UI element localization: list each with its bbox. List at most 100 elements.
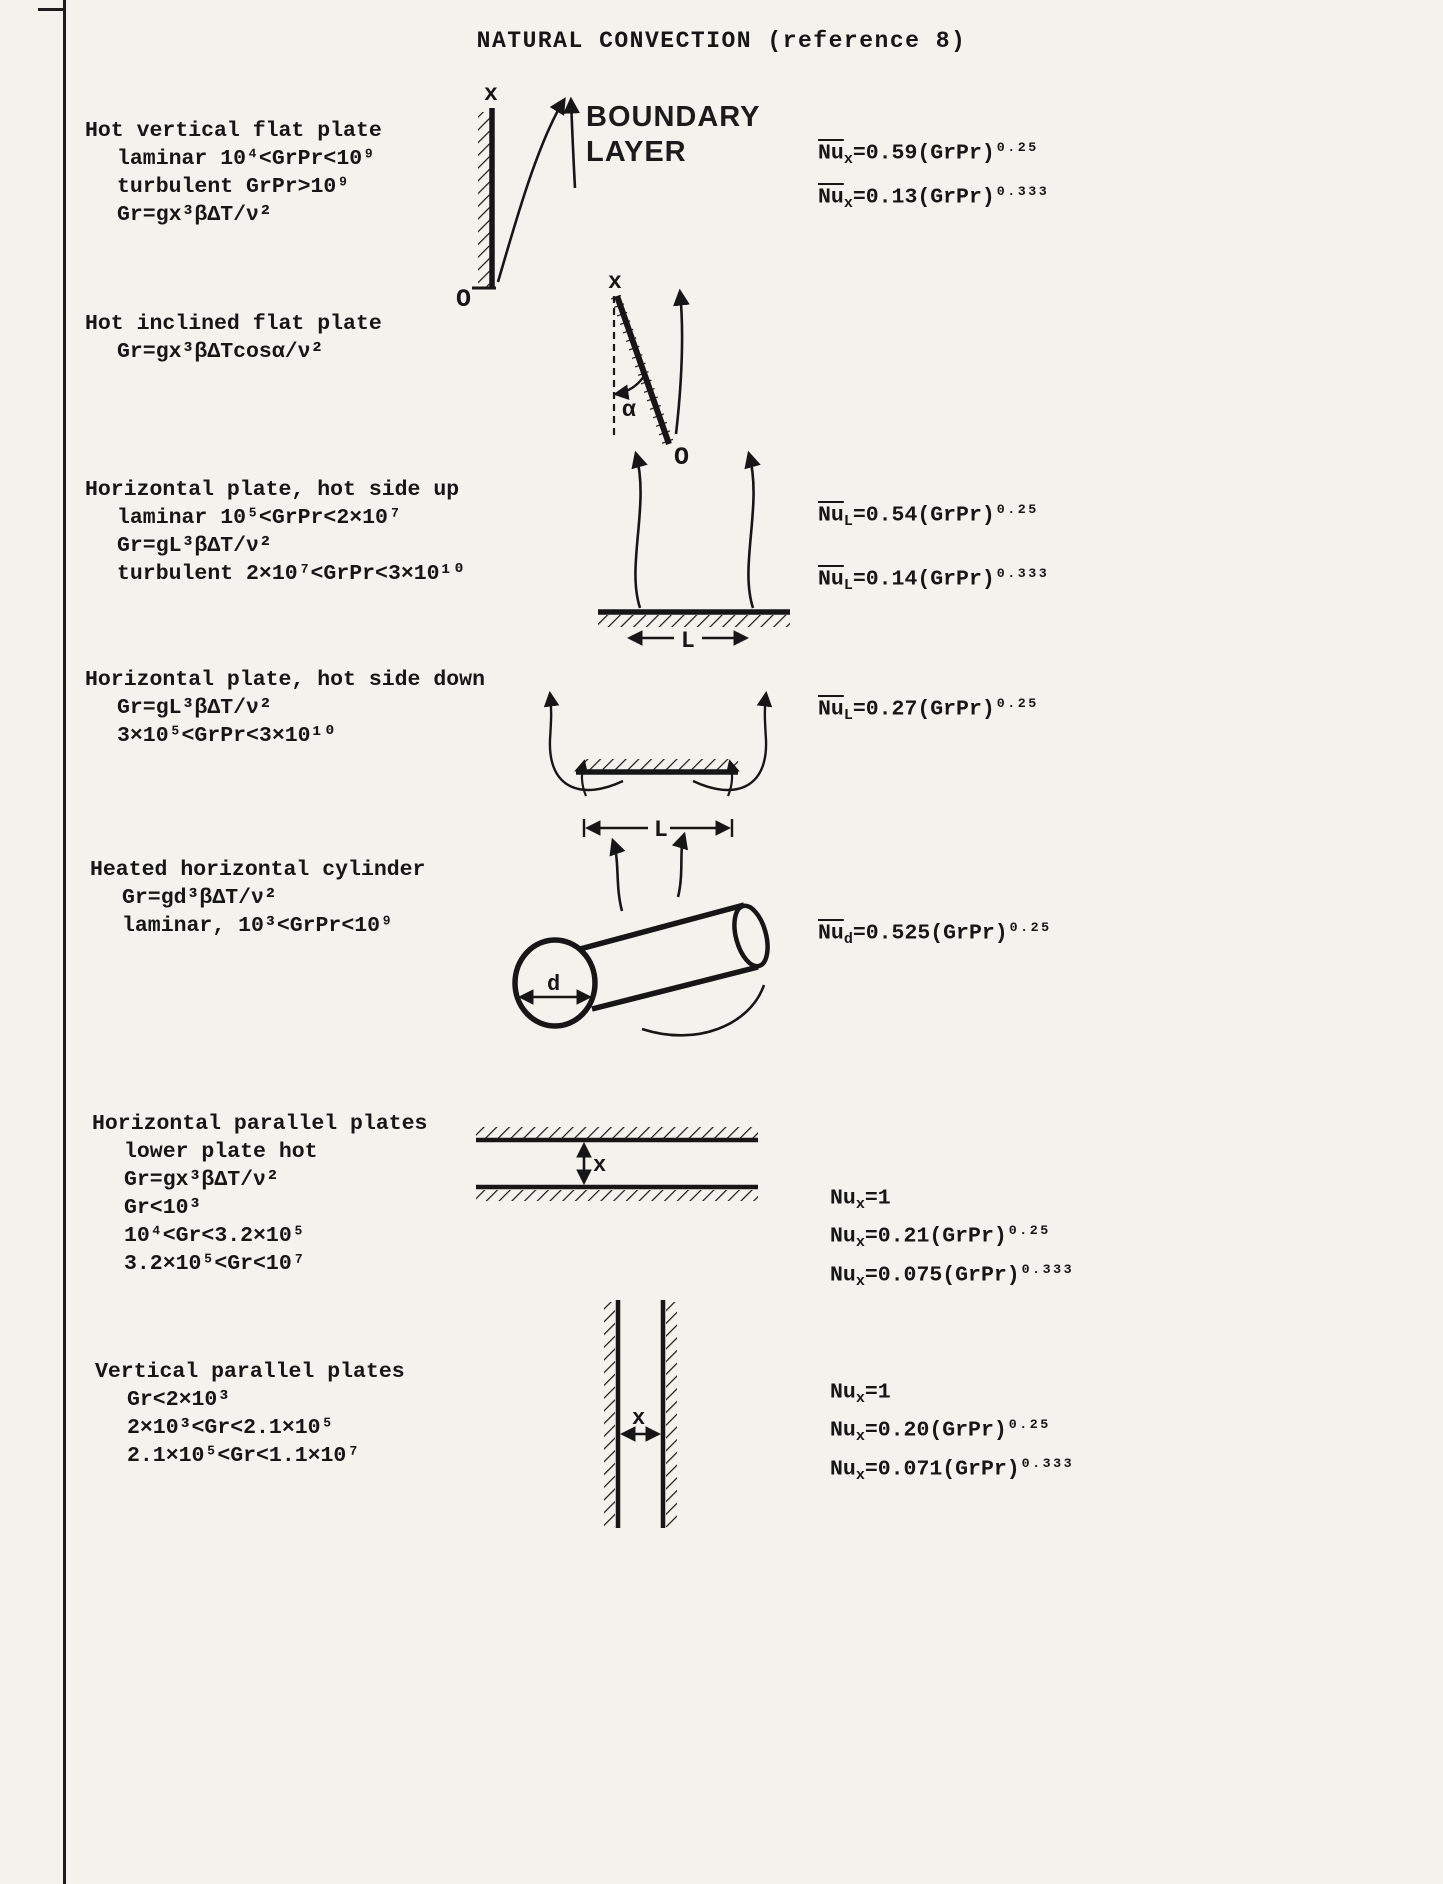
section-heading: Heated horizontal cylinder bbox=[90, 858, 426, 882]
plate-hatching bbox=[598, 615, 790, 627]
page-left-border bbox=[63, 0, 66, 1884]
nusselt-symbol: Nu bbox=[830, 1380, 856, 1405]
diagram-plate-hot-side-up: L bbox=[598, 450, 790, 654]
equation: Nux=0.071(GrPr)0.333 bbox=[830, 1456, 1075, 1484]
rising-flow-arrow bbox=[631, 450, 648, 609]
diagram-heated-cylinder: d bbox=[512, 831, 770, 1037]
plate-hatching bbox=[476, 1190, 758, 1201]
nusselt-symbol: Nu bbox=[818, 503, 844, 528]
wrapping-flow-curve bbox=[641, 984, 766, 1037]
short-flow-arrow-right bbox=[725, 759, 740, 797]
section-vertical-parallel-plates: Vertical parallel plates Gr<2×10³ 2×10³<… bbox=[95, 1358, 405, 1470]
equation: NuL=0.14(GrPr)0.333 bbox=[818, 566, 1050, 594]
condition-line: Gr<2×10³ bbox=[127, 1388, 231, 1412]
nusselt-symbol: Nu bbox=[830, 1262, 856, 1287]
plate-hatching bbox=[666, 1302, 677, 1527]
angle-arc-arrow bbox=[612, 375, 646, 400]
section-heading: Vertical parallel plates bbox=[95, 1360, 405, 1384]
length-dimension-label: L bbox=[654, 817, 668, 843]
formula-line: Gr=gx³βΔTcosα/ν² bbox=[117, 340, 324, 364]
nusselt-symbol: Nu bbox=[830, 1186, 856, 1211]
formula-line: Gr=gd³βΔT/ν² bbox=[122, 886, 277, 910]
rising-flow-arrow bbox=[671, 831, 689, 898]
boundary-layer-curve bbox=[496, 97, 566, 283]
nusselt-symbol: Nu bbox=[818, 567, 844, 592]
condition-line: 2×10³<Gr<2.1×10⁵ bbox=[127, 1416, 334, 1440]
condition-line: lower plate hot bbox=[124, 1140, 318, 1164]
angle-label: α bbox=[622, 397, 636, 423]
condition-line: turbulent GrPr>10⁹ bbox=[117, 175, 350, 199]
equation: Nux=0.59(GrPr)0.25 bbox=[818, 141, 1039, 168]
axis-x-label: x bbox=[484, 81, 498, 107]
section-horizontal-plate-hot-side-up: Horizontal plate, hot side up laminar 10… bbox=[85, 476, 465, 588]
diameter-dimension-label: d bbox=[547, 972, 560, 997]
equations-plate-hot-side-up: NuL=0.54(GrPr)0.25 NuL=0.14(GrPr)0.333 bbox=[818, 496, 1049, 600]
equation: NuL=0.27(GrPr)0.25 bbox=[818, 697, 1039, 724]
diagram-vertical-plate: x O BOUNDARY LAYER bbox=[456, 81, 760, 314]
condition-line: 3×10⁵<GrPr<3×10¹⁰ bbox=[117, 724, 337, 748]
wrapping-flow-arrow-left bbox=[543, 690, 624, 792]
section-horizontal-plate-hot-side-down: Horizontal plate, hot side down Gr=gL³βΔ… bbox=[85, 666, 485, 750]
condition-line: 2.1×10⁵<Gr<1.1×10⁷ bbox=[127, 1444, 360, 1468]
equation: Nud=0.525(GrPr)0.25 bbox=[818, 921, 1052, 948]
section-heading: Hot vertical flat plate bbox=[85, 119, 382, 143]
section-heading: Horizontal plate, hot side down bbox=[85, 668, 485, 692]
section-heading: Hot inclined flat plate bbox=[85, 312, 382, 336]
equation: Nux=0.21(GrPr)0.25 bbox=[830, 1224, 1051, 1252]
section-heated-horizontal-cylinder: Heated horizontal cylinder Gr=gd³βΔT/ν² … bbox=[90, 856, 425, 940]
page-title: NATURAL CONVECTION (reference 8) bbox=[476, 28, 967, 54]
cylinder-top-edge bbox=[579, 902, 745, 952]
condition-line: 10⁴<Gr<3.2×10⁵ bbox=[124, 1224, 305, 1248]
condition-line: laminar 10⁵<GrPr<2×10⁷ bbox=[117, 506, 401, 530]
nusselt-symbol: Nu bbox=[830, 1418, 856, 1443]
flow-arrow bbox=[673, 288, 690, 435]
formula-line: Gr=gx³βΔT/ν² bbox=[124, 1168, 279, 1192]
inclined-plate-line bbox=[614, 295, 672, 445]
nusselt-symbol: Nu bbox=[818, 141, 844, 166]
cylinder-bottom-edge bbox=[591, 964, 759, 1012]
origin-label: O bbox=[456, 285, 471, 314]
equations-plate-hot-side-down: NuL=0.27(GrPr)0.25 bbox=[818, 690, 1039, 730]
plate-hatching bbox=[478, 112, 491, 287]
axis-x-label: x bbox=[608, 269, 622, 295]
formula-line: Gr=gx³βΔT/ν² bbox=[117, 203, 272, 227]
nusselt-symbol: Nu bbox=[818, 921, 844, 946]
plate-hatching bbox=[604, 1302, 615, 1527]
section-heading: Horizontal plate, hot side up bbox=[85, 478, 460, 502]
formula-line: Gr=gL³βΔT/ν² bbox=[117, 534, 272, 558]
equation: Nux=1 bbox=[830, 1186, 891, 1213]
equation: Nux=0.075(GrPr)0.333 bbox=[830, 1262, 1075, 1290]
equation: Nux=1 bbox=[830, 1380, 891, 1407]
plate-hatching bbox=[476, 1127, 758, 1138]
cylinder-end-circle bbox=[512, 937, 598, 1029]
equation: Nux=0.13(GrPr)0.333 bbox=[818, 184, 1050, 212]
condition-line: laminar 10⁴<GrPr<10⁹ bbox=[117, 147, 376, 171]
section-horizontal-parallel-plates: Horizontal parallel plates lower plate h… bbox=[92, 1110, 427, 1278]
gap-dimension-label: x bbox=[632, 1406, 645, 1431]
formula-line: Gr=gL³βΔT/ν² bbox=[117, 696, 272, 720]
diagram-horizontal-parallel-plates: x bbox=[476, 1127, 758, 1201]
condition-line: laminar, 10³<GrPr<10⁹ bbox=[122, 914, 393, 938]
gap-dimension-label: x bbox=[593, 1153, 606, 1178]
section-hot-inclined-flat-plate: Hot inclined flat plate Gr=gx³βΔTcosα/ν² bbox=[85, 310, 382, 366]
nusselt-symbol: Nu bbox=[818, 185, 844, 210]
condition-line: turbulent 2×10⁷<GrPr<3×10¹⁰ bbox=[117, 562, 466, 586]
boundary-layer-callout-line2: LAYER bbox=[586, 136, 687, 168]
short-flow-arrow-left bbox=[574, 759, 589, 797]
section-heading: Horizontal parallel plates bbox=[92, 1112, 428, 1136]
equations-horizontal-parallel-plates: Nux=1 Nux=0.21(GrPr)0.25 Nux=0.075(GrPr)… bbox=[830, 1180, 1074, 1295]
equation: NuL=0.54(GrPr)0.25 bbox=[818, 503, 1039, 530]
rising-flow-arrow bbox=[609, 837, 626, 912]
rising-flow-arrow bbox=[744, 450, 761, 609]
cylinder-far-end bbox=[732, 903, 770, 969]
length-dimension-label: L bbox=[681, 628, 695, 654]
plate-hatching bbox=[576, 759, 738, 770]
equations-vertical-parallel-plates: Nux=1 Nux=0.20(GrPr)0.25 Nux=0.071(GrPr)… bbox=[830, 1374, 1074, 1489]
nusselt-symbol: Nu bbox=[830, 1456, 856, 1481]
nusselt-symbol: Nu bbox=[830, 1224, 856, 1249]
diagram-plate-hot-side-down: L bbox=[543, 690, 773, 843]
page-corner-tick bbox=[38, 8, 65, 11]
equation: Nux=0.20(GrPr)0.25 bbox=[830, 1418, 1051, 1446]
boundary-layer-callout-line1: BOUNDARY bbox=[586, 101, 760, 133]
